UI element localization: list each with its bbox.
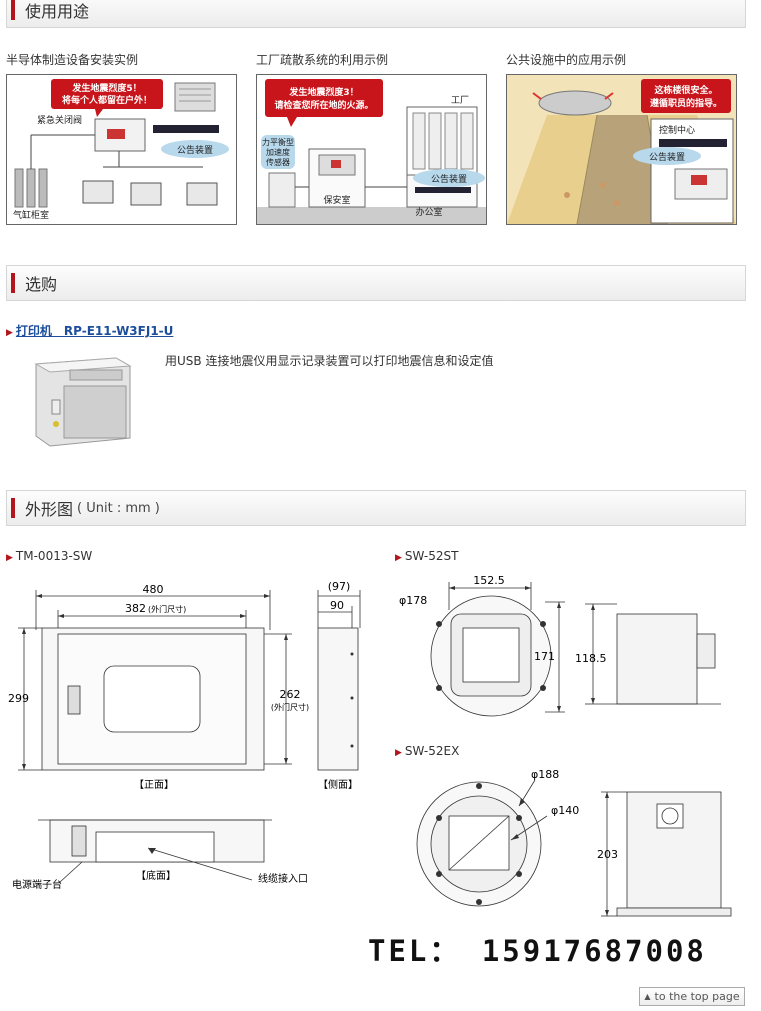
back-to-top-button[interactable]: ▲ to the top page: [639, 987, 745, 1006]
dim-262: 262: [280, 688, 301, 701]
drawing-tm-0013-sw: 480 382 (外门尺寸) 299 262 (外门尺寸) (97) 90 【正…: [0, 570, 380, 900]
dim-phi178: φ178: [399, 594, 427, 607]
dim-97: (97): [328, 580, 351, 593]
arrow-right-icon: ▶: [395, 748, 402, 758]
section-header-purchase: 选购: [6, 265, 746, 301]
product-description: 用USB 连接地震仪用显示记录装置可以打印地震信息和设定值: [165, 354, 494, 368]
callout-line-1: 发生地震烈度5！: [71, 82, 141, 94]
note-cable: 线缆接入口: [258, 872, 308, 885]
illustration-factory: 发生地震烈度3！ 请检查您所在地的火源。 工厂 力平衡型 加速度 传感器 保安室…: [256, 74, 487, 225]
model-label-st: ▶SW-52ST: [395, 549, 459, 563]
callout-line-2: 遵循职员的指导。: [650, 97, 722, 109]
section-accent-bar: [11, 0, 15, 20]
model-label-tm: ▶TM-0013-SW: [6, 549, 93, 563]
callout-line-2: 请检查您所在地的火源。: [274, 99, 373, 111]
label-announce-1: 公告装置: [177, 144, 213, 156]
callout-line-1: 这栋楼很安全。: [654, 84, 717, 96]
label-sensor-2: 加速度: [266, 147, 290, 157]
label-control: 控制中心: [659, 124, 695, 136]
label-sensor-3: 传感器: [266, 157, 290, 167]
illustration-public: 这栋楼很安全。 遵循职员的指导。 控制中心 公告装置: [506, 74, 737, 225]
product-link-text: 打印机 RP-E11-W3FJ1-U: [15, 324, 174, 338]
back-to-top-label: to the top page: [654, 990, 740, 1003]
view-label-front: 【正面】: [134, 779, 174, 791]
section-accent-bar: [11, 498, 15, 518]
dim-382: 382: [125, 602, 146, 615]
section-header-usage: 使用用途: [6, 0, 746, 28]
section-title-purchase: 选购: [25, 275, 58, 294]
label-office: 办公室: [415, 206, 442, 218]
printer-image: [30, 352, 134, 448]
view-label-side: 【侧面】: [318, 778, 358, 791]
arrow-right-icon: ▶: [6, 553, 13, 563]
dim-152-5: 152.5: [473, 574, 505, 587]
arrow-right-icon: ▶: [395, 553, 402, 563]
label-factory: 工厂: [451, 95, 469, 106]
illustration-semiconductor: 发生地震烈度5！ 将每个人都留在户外！ 紧急关闭阀 公告装置 气缸柜室: [6, 74, 237, 225]
contact-telephone: TEL： 15917687008: [368, 934, 707, 968]
label-announce-2: 公告装置: [431, 173, 467, 185]
section-header-outline: 外形图 ( Unit : mm ): [6, 490, 746, 526]
callout-line-2: 将每个人都留在户外！: [62, 94, 152, 106]
drawing-sw-52st: 152.5 φ178 171 118.5: [395, 570, 730, 720]
product-link-printer[interactable]: ▶打印机 RP-E11-W3FJ1-U: [6, 322, 173, 339]
section-title-outline: 外形图: [25, 500, 74, 519]
dim-phi140: φ140: [551, 804, 579, 817]
usage-caption-factory: 工厂疏散系统的利用示例: [256, 53, 389, 67]
dim-480: 480: [143, 583, 164, 596]
dim-phi188: φ188: [531, 768, 559, 781]
dim-262-note: (外门尺寸): [271, 702, 309, 712]
label-valve: 紧急关闭阀: [37, 114, 82, 126]
usage-caption-semiconductor: 半导体制造设备安装实例: [6, 53, 139, 67]
section-title-usage: 使用用途: [25, 2, 90, 21]
arrow-up-icon: ▲: [644, 992, 651, 1001]
model-label-ex: ▶SW-52EX: [395, 744, 460, 758]
label-announce-3: 公告装置: [649, 151, 685, 163]
dim-382-note: (外门尺寸): [148, 604, 186, 614]
note-terminal: 电源端子台: [12, 878, 62, 891]
dim-90: 90: [330, 599, 344, 612]
dim-171: 171: [534, 650, 555, 663]
arrow-right-icon: ▶: [6, 328, 13, 338]
label-cabinet: 气缸柜室: [13, 209, 49, 221]
dim-118-5: 118.5: [575, 652, 607, 665]
usage-caption-public: 公共设施中的应用示例: [506, 53, 627, 67]
label-guard: 保安室: [323, 194, 350, 206]
label-sensor-1: 力平衡型: [262, 137, 294, 147]
section-unit: ( Unit : mm ): [77, 500, 160, 516]
section-accent-bar: [11, 273, 15, 293]
drawing-sw-52ex: φ188 φ140 203: [395, 764, 740, 924]
dim-203: 203: [597, 848, 618, 861]
view-label-bottom: 【底面】: [136, 869, 176, 882]
dim-299: 299: [8, 692, 29, 705]
callout-line-1: 发生地震烈度3！: [288, 86, 358, 98]
